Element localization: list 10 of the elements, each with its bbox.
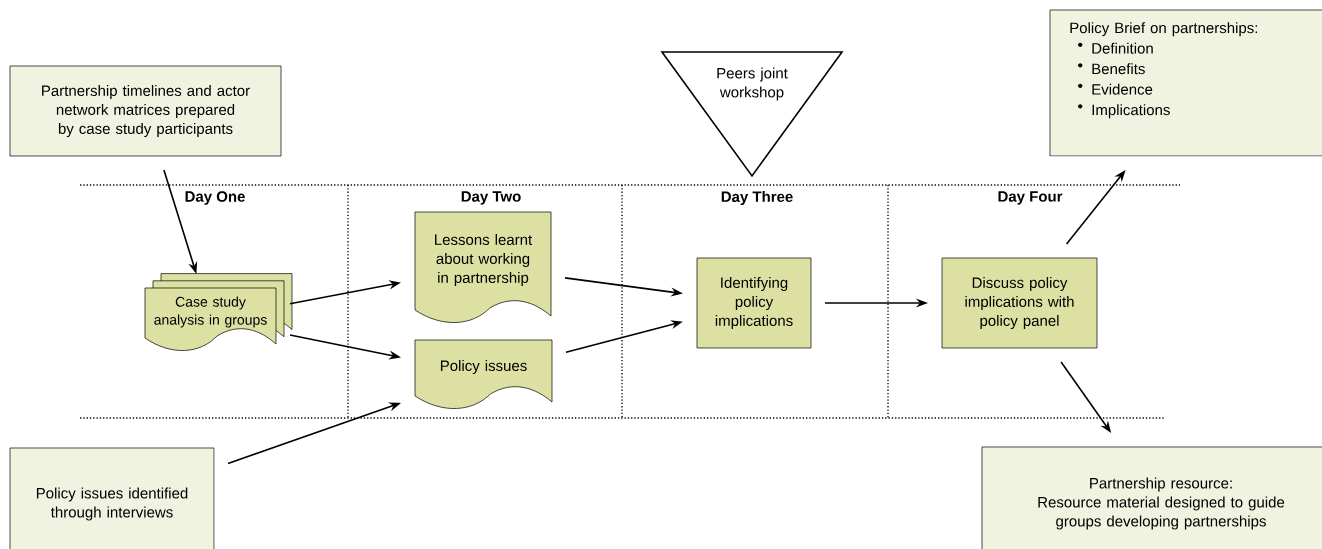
process-box: Identifying policy implications [696,257,812,349]
input-box: Policy issues identified through interviews [9,447,215,549]
day-label: Day One [185,191,245,205]
output-box: Policy Brief on partnerships: Definition Benefits Evidence Implications [1049,9,1322,157]
input-box: Partnership timelines and actor network matrices prepared by case study participants [9,65,282,157]
day-label: Day Three [721,191,793,205]
input-box: Partnership resource: Resource material designed to guide groups developing partnerships [981,446,1322,549]
day-label: Day Four [998,191,1063,205]
process-box: Discuss policy implications with policy panel [941,257,1098,349]
document-stack: Case study analysis in groups [144,273,293,351]
